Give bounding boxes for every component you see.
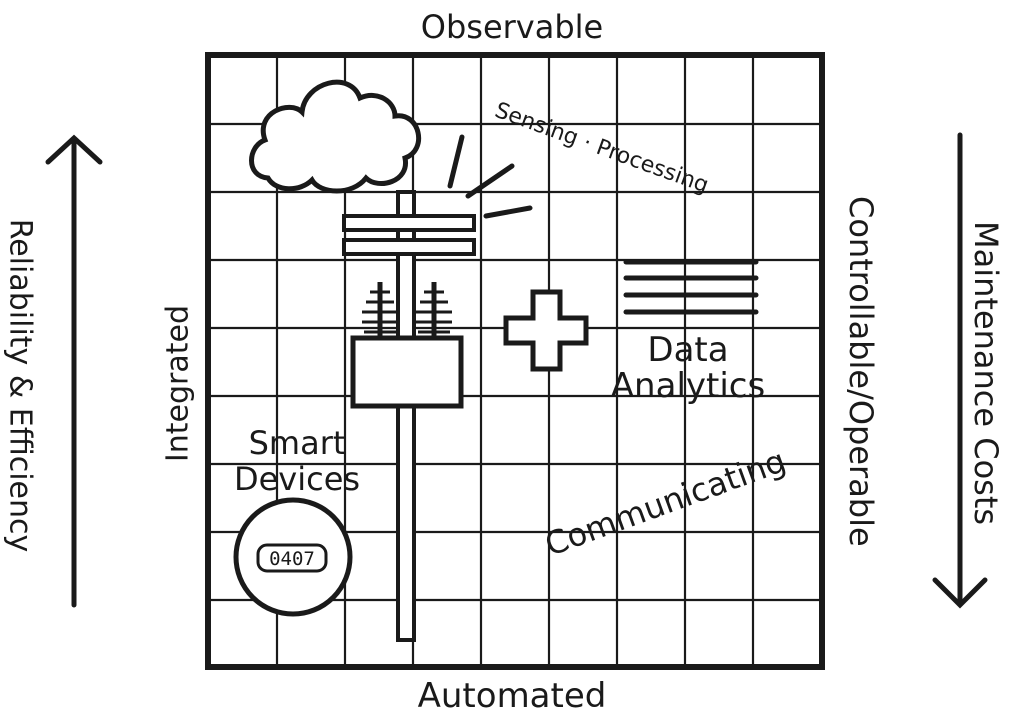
cloud-icon (249, 79, 422, 194)
controllable-operable-label: Controllable/Operable (842, 196, 880, 547)
integrated-label: Integrated (160, 304, 196, 463)
meter-reading: 0407 (269, 548, 315, 570)
data-analytics-label: Data Analytics (610, 330, 766, 406)
smart-devices-label: Smart Devices (233, 424, 361, 498)
insulator-left (362, 282, 398, 336)
arrow-down-icon (932, 132, 988, 609)
automated-label: Automated (417, 676, 607, 716)
grid-border (205, 52, 825, 670)
arrow-up-icon (45, 134, 103, 608)
plus-icon (503, 289, 589, 372)
observable-label: Observable (420, 8, 604, 46)
sensing-rays (447, 134, 533, 219)
maintenance-costs-label: Maintenance Costs (967, 221, 1005, 526)
insulator-right (416, 282, 452, 336)
smart-meter-icon (233, 497, 353, 617)
reliability-efficiency-label: Reliability & Efficiency (2, 218, 38, 553)
data-lines-icon (623, 259, 759, 315)
utility-pole-icon (342, 190, 476, 642)
